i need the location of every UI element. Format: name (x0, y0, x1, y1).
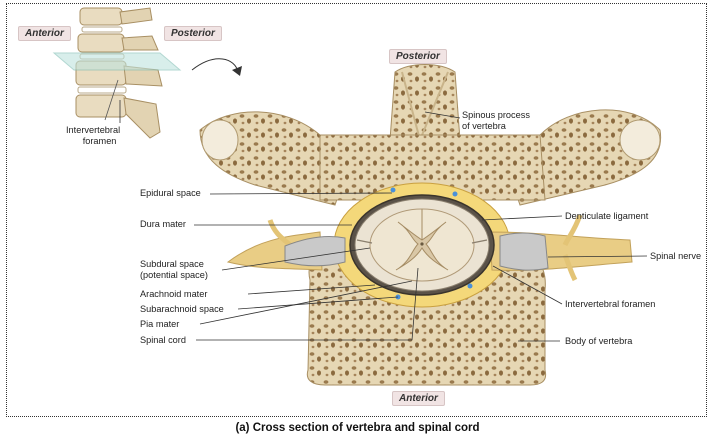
dura-mater-label: Dura mater (140, 219, 186, 229)
label-line: (potential space) (140, 270, 208, 280)
posterior-tag: Posterior (389, 49, 447, 64)
anterior-tag: Anterior (392, 391, 445, 406)
spinal-cord-label: Spinal cord (140, 335, 186, 345)
label-line: Spinous process (462, 110, 530, 120)
label-line: of vertebra (462, 121, 506, 131)
figure-frame (6, 3, 707, 417)
vertebra-cross-section (199, 64, 662, 386)
inset-spine (52, 7, 242, 139)
leader-lines (119, 100, 648, 342)
intervertebral-foramen-label: Intervertebral foramen (565, 299, 656, 309)
subdural-space-label: Subdural space (potential space) (140, 259, 208, 281)
anterior-tag-inset: Anterior (18, 26, 71, 41)
spinous-process-label: Spinous process of vertebra (462, 110, 530, 132)
posterior-tag-inset: Posterior (164, 26, 222, 41)
label-line: foramen (82, 136, 117, 146)
label-line: Subdural space (140, 259, 204, 269)
body-of-vertebra-label: Body of vertebra (565, 336, 633, 346)
figure-caption: (a) Cross section of vertebra and spinal… (235, 422, 480, 434)
epidural-space-label: Epidural space (140, 188, 201, 198)
subarachnoid-space-label: Subarachnoid space (140, 304, 224, 314)
arachnoid-mater-label: Arachnoid mater (140, 289, 208, 299)
denticulate-ligament-label: Denticulate ligament (565, 211, 649, 221)
spinal-nerve-label: Spinal nerve (650, 251, 702, 261)
label-line: Intervertebral (66, 125, 121, 135)
intervertebral-foramen-inset-label: Intervertebral foramen (66, 125, 120, 147)
pia-mater-label: Pia mater (140, 319, 180, 329)
